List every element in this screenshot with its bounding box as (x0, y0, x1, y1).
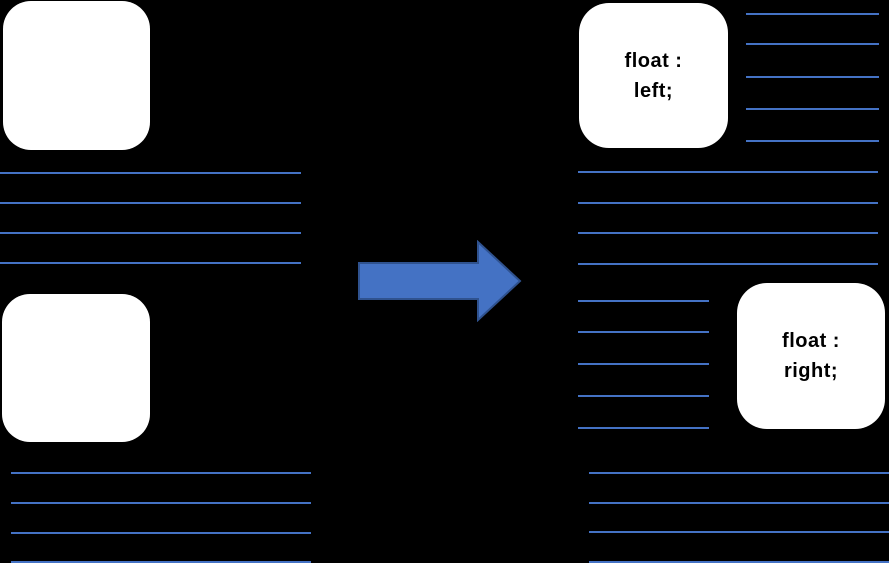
text-line-placeholder (11, 502, 311, 504)
text-line-placeholder (578, 232, 878, 234)
text-line-placeholder (589, 531, 889, 533)
text-line-placeholder (589, 561, 889, 563)
text-line-placeholder (11, 561, 311, 563)
float-left-label-line1: float : (624, 49, 683, 72)
text-line-placeholder (578, 202, 878, 204)
float-right-box: float : right; (737, 283, 885, 429)
text-line-placeholder (0, 262, 301, 264)
text-line-placeholder (11, 472, 311, 474)
text-line-placeholder (0, 232, 301, 234)
float-right-label-line2: right; (783, 360, 839, 382)
image-block-top-left (3, 1, 150, 150)
text-line-placeholder (578, 363, 709, 365)
text-line-placeholder (0, 202, 301, 204)
image-block-bottom-left (2, 294, 150, 442)
text-line-placeholder (589, 502, 889, 504)
text-line-placeholder (578, 171, 878, 173)
text-line-placeholder (746, 13, 879, 15)
text-line-placeholder (746, 108, 879, 110)
float-right-label-line1: float : (782, 330, 840, 352)
text-line-placeholder (746, 140, 879, 142)
float-left-box: float : left; (579, 3, 728, 148)
text-line-placeholder (746, 76, 879, 78)
text-line-placeholder (589, 472, 889, 474)
text-line-placeholder (578, 395, 709, 397)
right-arrow-icon (358, 239, 522, 323)
text-line-placeholder (578, 427, 709, 429)
text-line-placeholder (11, 532, 311, 534)
float-left-label-line2: left; (633, 79, 674, 102)
text-line-placeholder (578, 263, 878, 265)
text-line-placeholder (746, 43, 879, 45)
text-line-placeholder (578, 300, 709, 302)
text-line-placeholder (0, 172, 301, 174)
text-line-placeholder (578, 331, 709, 333)
